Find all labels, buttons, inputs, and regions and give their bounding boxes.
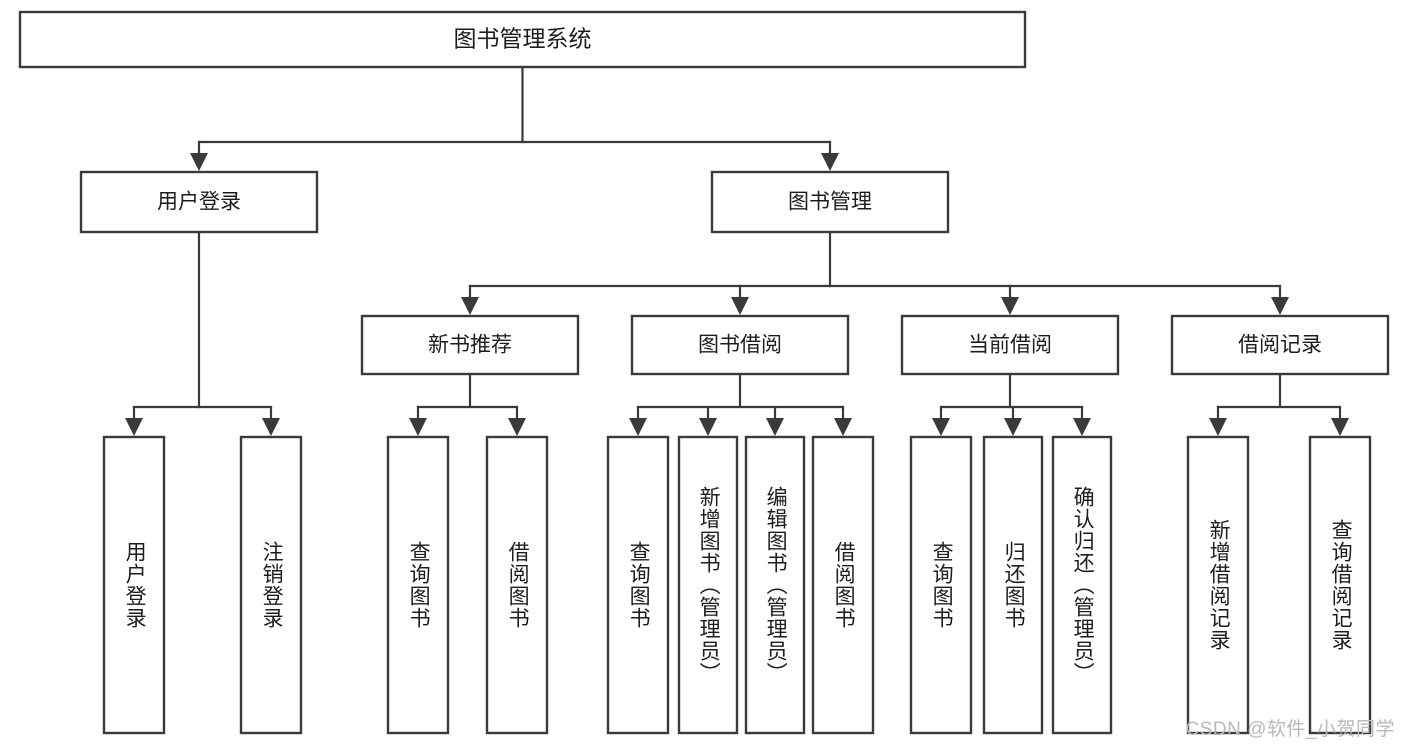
node-box-newbook[interactable]	[360, 314, 580, 376]
node-box-leaf-query-book-1[interactable]	[386, 435, 450, 735]
arrow-head-icon	[766, 418, 784, 436]
arrow-head-icon	[1331, 418, 1349, 436]
node-label-record: 借阅记录	[1238, 334, 1322, 357]
arrow-head-icon	[508, 418, 526, 436]
node-box-root[interactable]	[18, 10, 1027, 69]
node-box-leaf-add-record[interactable]	[1186, 435, 1250, 735]
connector-login	[125, 230, 280, 436]
node-box-borrow[interactable]	[630, 314, 850, 376]
arrow-head-icon	[461, 297, 479, 315]
connector-borrow	[629, 372, 852, 436]
node-box-leaf-borrow-book-2[interactable]	[811, 435, 875, 735]
watermark-text: CSDN @软件_小贺同学	[1185, 719, 1395, 740]
node-label-borrow: 图书借阅	[698, 334, 782, 357]
node-box-leaf-edit-book[interactable]	[744, 435, 806, 735]
node-box-login[interactable]	[79, 170, 319, 234]
arrow-head-icon	[629, 418, 647, 436]
arrow-head-icon	[409, 418, 427, 436]
node-box-leaf-user-logout[interactable]	[239, 435, 303, 735]
node-box-leaf-query-record[interactable]	[1308, 435, 1372, 735]
connector-root	[190, 65, 839, 171]
connector-record	[1209, 372, 1349, 436]
node-box-leaf-query-book-2[interactable]	[606, 435, 670, 735]
arrow-head-icon	[834, 418, 852, 436]
arrow-head-icon	[190, 153, 208, 171]
connector-current	[932, 372, 1091, 436]
node-box-bookmgr[interactable]	[710, 170, 950, 234]
connector-bookmgr	[461, 230, 1289, 315]
connector-newbook	[409, 372, 526, 436]
node-box-leaf-add-book[interactable]	[677, 435, 739, 735]
arrow-head-icon	[1001, 297, 1019, 315]
node-label-current: 当前借阅	[968, 334, 1052, 357]
arrow-head-icon	[262, 418, 280, 436]
arrow-head-icon	[1271, 297, 1289, 315]
arrow-head-icon	[1209, 418, 1227, 436]
node-box-leaf-query-book-3[interactable]	[909, 435, 973, 735]
arrow-head-icon	[932, 418, 950, 436]
arrow-head-icon	[1004, 418, 1022, 436]
node-box-leaf-confirm-return[interactable]	[1051, 435, 1113, 735]
node-box-leaf-user-login[interactable]	[102, 435, 166, 735]
arrow-head-icon	[821, 153, 839, 171]
node-box-current[interactable]	[900, 314, 1120, 376]
node-box-record[interactable]	[1170, 314, 1390, 376]
arrow-head-icon	[731, 297, 749, 315]
node-box-leaf-return-book[interactable]	[982, 435, 1044, 735]
node-label-login: 用户登录	[157, 191, 241, 214]
node-box-leaf-borrow-book-1[interactable]	[485, 435, 549, 735]
arrow-head-icon	[125, 418, 143, 436]
node-label-bookmgr: 图书管理	[788, 191, 872, 214]
arrow-head-icon	[1073, 418, 1091, 436]
arrow-head-icon	[699, 418, 717, 436]
node-label-root: 图书管理系统	[454, 26, 592, 52]
node-label-newbook: 新书推荐	[428, 334, 512, 357]
